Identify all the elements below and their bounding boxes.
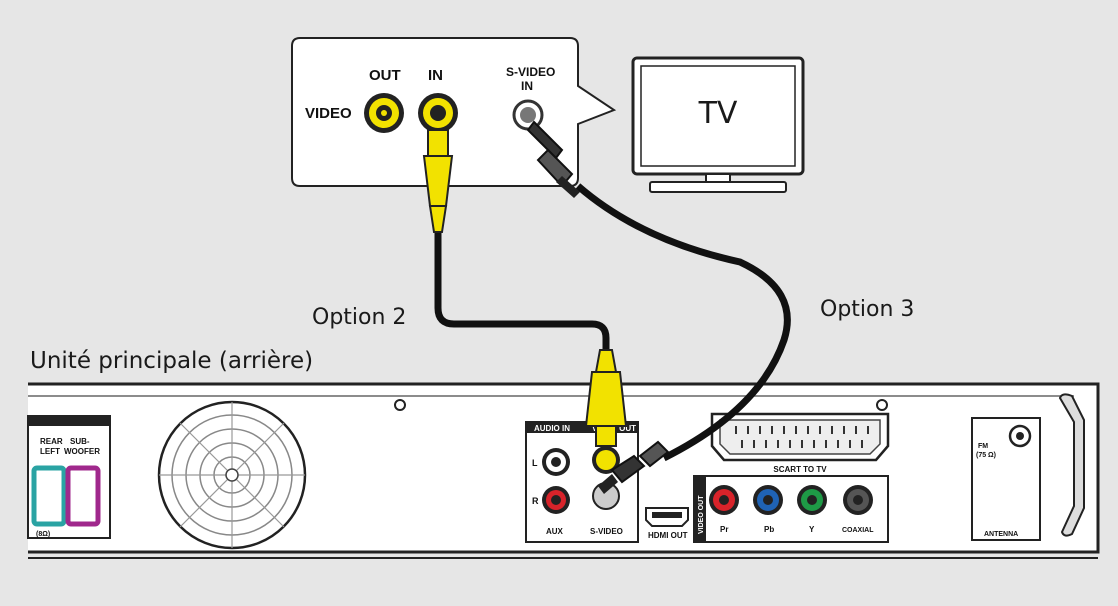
svideo-label: S-VIDEO <box>590 527 623 536</box>
hdmi-out-port: HDMI OUT <box>645 507 689 540</box>
tv-label: TV <box>698 96 738 131</box>
svideo-cable-option3 <box>526 120 791 494</box>
scart-connector: SCART TO TV <box>710 412 890 474</box>
tv-icon: TV <box>631 56 805 193</box>
tv-connector-panel: OUT IN VIDEO S-VIDEO IN <box>291 37 617 187</box>
in-label: IN <box>428 67 443 84</box>
main-unit-rear-panel: REAR LEFT SUB- WOOFER (8Ω) AUDIO IN VIDE… <box>27 382 1100 559</box>
aux-r-label: R <box>532 496 539 506</box>
audio-in-label: AUDIO IN <box>534 424 570 433</box>
component-video-block: VIDEO OUT Pr Pb Y COAXIAL <box>693 475 889 543</box>
svideo-in-label-line1: S-VIDEO <box>506 65 555 79</box>
option2-label: Option 2 <box>312 305 406 330</box>
fm-label: FM <box>978 443 988 450</box>
pb-label: Pb <box>764 525 774 534</box>
left-label: LEFT <box>40 447 60 456</box>
sub-label: SUB- <box>70 437 90 446</box>
speaker-terminals: REAR LEFT SUB- WOOFER (8Ω) <box>27 415 111 539</box>
hdmi-out-label: HDMI OUT <box>648 531 688 540</box>
antenna-block: FM (75 Ω) ANTENNA <box>971 417 1041 541</box>
video-label: VIDEO <box>305 105 352 122</box>
composite-cable-option2 <box>422 129 628 447</box>
fan-grille <box>157 400 307 550</box>
impedance-label: (8Ω) <box>36 531 50 538</box>
out-label: OUT <box>369 67 401 84</box>
pr-label: Pr <box>720 525 728 534</box>
aux-label: AUX <box>546 527 564 536</box>
antenna-label: ANTENNA <box>984 531 1018 538</box>
scart-label: SCART TO TV <box>773 465 827 474</box>
main-unit-title: Unité principale (arrière) <box>30 348 313 374</box>
rear-label: REAR <box>40 437 63 446</box>
coaxial-label: COAXIAL <box>842 527 874 534</box>
svideo-in-label-line2: IN <box>521 79 533 93</box>
tv-video-out-jack <box>364 93 404 133</box>
tv-video-in-jack <box>418 93 458 133</box>
option3-label: Option 3 <box>820 297 914 322</box>
component-video-out-label: VIDEO OUT <box>698 495 705 534</box>
woofer-label: WOOFER <box>64 447 100 456</box>
aux-l-label: L <box>532 458 538 468</box>
y-label: Y <box>809 525 815 534</box>
fm-impedance-label: (75 Ω) <box>976 452 996 459</box>
